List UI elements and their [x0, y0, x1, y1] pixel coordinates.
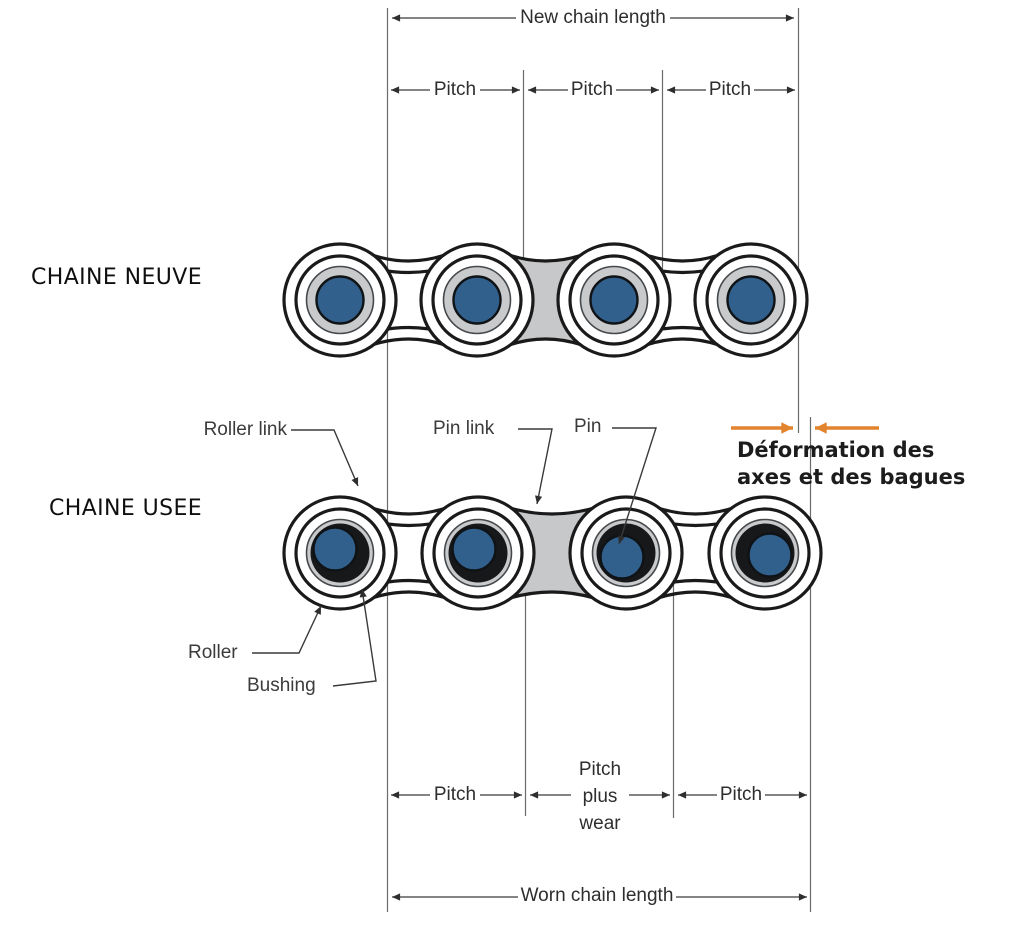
- roller-assembly: [282, 242, 809, 358]
- worn-chain-illustration: [282, 495, 823, 611]
- pitch-label-top-2: Pitch: [570, 79, 614, 100]
- pitch-plus-wear-line3: wear: [579, 813, 621, 834]
- new-chain-illustration: [282, 242, 809, 358]
- extension-lines: [386, 8, 812, 912]
- pitch-plus-wear-line1: Pitch: [578, 759, 622, 780]
- deformation-note-line2: axes et des bagues: [737, 465, 966, 489]
- pitch-label-top-1: Pitch: [433, 79, 477, 100]
- leader-lines: [252, 427, 657, 687]
- new-chain-title: CHAINE NEUVE: [31, 265, 203, 290]
- pitch-plus-wear-label: Pitch plus wear: [550, 756, 650, 837]
- dimension-arrows: [391, 14, 807, 901]
- pitch-label-bottom-right: Pitch: [719, 784, 763, 805]
- deformation-note: Déformation des axes et des bagues: [737, 437, 965, 491]
- bushing-label: Bushing: [247, 675, 316, 696]
- pitch-plus-wear-line2: plus: [582, 786, 618, 807]
- worn-chain-title: CHAINE USEE: [49, 496, 203, 521]
- pin-label: Pin: [574, 416, 602, 437]
- roller-label: Roller: [188, 642, 238, 663]
- pitch-label-bottom-left: Pitch: [433, 784, 477, 805]
- pitch-label-top-3: Pitch: [708, 79, 752, 100]
- pin-link-label: Pin link: [433, 418, 495, 439]
- roller-link-label: Roller link: [203, 419, 287, 440]
- deformation-note-line1: Déformation des: [737, 438, 935, 462]
- new-chain-length-label: New chain length: [520, 7, 666, 28]
- roller-assembly: [282, 495, 823, 611]
- worn-chain-length-label: Worn chain length: [520, 885, 674, 906]
